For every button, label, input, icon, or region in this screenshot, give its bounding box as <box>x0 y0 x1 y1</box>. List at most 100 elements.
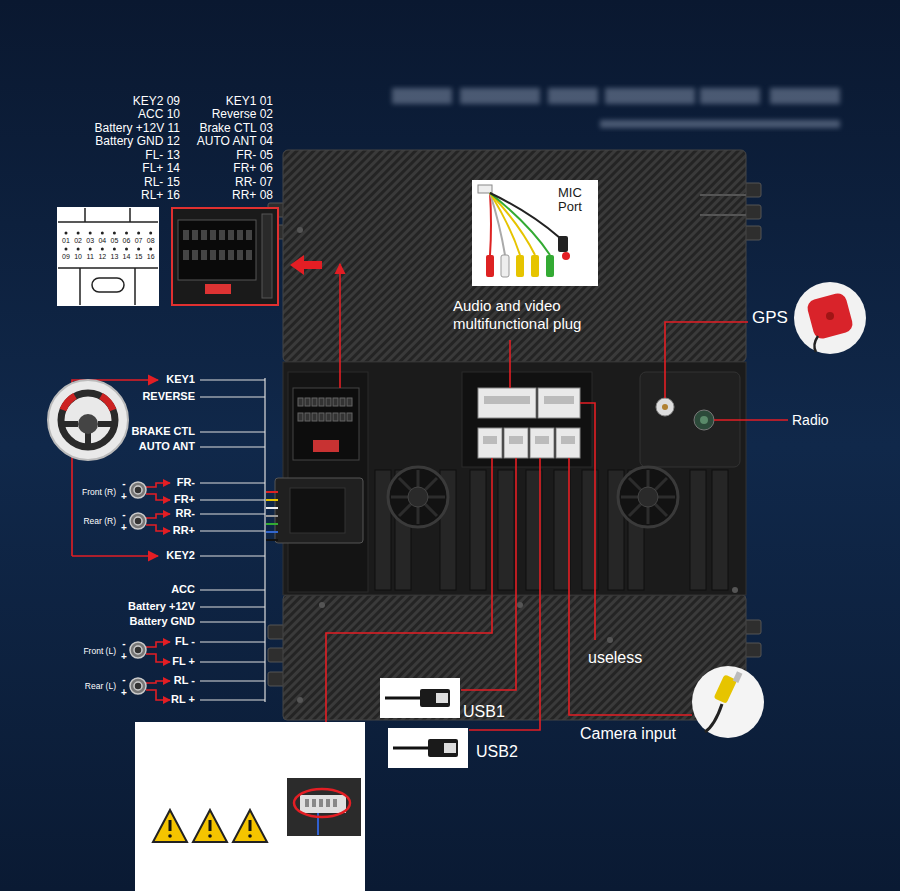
pin-number: 12 <box>98 253 106 260</box>
head-unit-part-part <box>690 470 706 590</box>
pin-number: 08 <box>147 237 155 244</box>
pin-diagram-part <box>58 208 158 305</box>
signal-name: FR+ <box>174 493 195 505</box>
pin-number: 01 <box>62 237 70 244</box>
signal-name: FL + <box>172 655 195 667</box>
cooling-fan-part <box>621 470 675 524</box>
pin-diagram-part <box>58 208 158 305</box>
red-leader-line-part <box>146 642 170 647</box>
signal-name: AUTO ANT <box>139 440 195 452</box>
label-holder: + <box>121 522 127 534</box>
red-leader-line <box>72 264 788 730</box>
polarity-sign: - <box>122 674 125 685</box>
callout-label: useless <box>588 649 642 666</box>
polarity-sign: + <box>121 687 127 698</box>
wire-harness-plug-part <box>290 488 345 533</box>
plug-photo-part-part <box>237 250 243 260</box>
red-leader-line-part <box>146 690 170 700</box>
gps-antenna-icon-part <box>794 282 866 354</box>
pin-diagram-part-part <box>125 232 128 235</box>
mic-cable-picture-part <box>531 255 539 277</box>
pin-diagram-part-part <box>149 232 152 235</box>
av-connectors-part <box>556 428 580 458</box>
label-holder: AUTO ANT <box>139 440 195 453</box>
av-connectors-part <box>483 396 575 444</box>
pin-diagram-part-part <box>149 248 152 251</box>
wire-harness-plug-part <box>266 515 278 517</box>
usb-cable-icon-part <box>393 747 428 750</box>
label-holder: FR- <box>177 476 195 489</box>
label-holder: + <box>121 687 127 699</box>
camera-plug-icon <box>692 666 764 738</box>
antenna-sockets <box>656 398 714 430</box>
antenna-sockets-part <box>694 410 714 430</box>
image-callout-box: MIC Port <box>472 180 600 286</box>
cooling-fan-part <box>391 470 445 524</box>
mic-cable-picture-part-part <box>490 193 535 255</box>
harness-wire <box>200 378 265 702</box>
signal-name: RL - <box>174 674 195 686</box>
red-leader-line-part <box>146 483 170 487</box>
speaker-label: Front (L) <box>83 646 116 656</box>
polarity-sign: + <box>121 651 127 662</box>
plug-photo-part <box>172 208 278 305</box>
gps-antenna-icon-part <box>814 336 818 352</box>
label-holder: - <box>122 478 125 490</box>
label-holder: + <box>121 491 127 503</box>
mic-cable-picture-part <box>478 185 492 193</box>
cooling-fan-part <box>388 467 448 527</box>
pin-diagram-part-part <box>65 248 68 251</box>
main-connector-part-part <box>298 413 303 421</box>
label-holder: Audio and video multifunctional plug <box>453 297 638 333</box>
usb-cable-icon-part <box>436 693 448 703</box>
pin-diagram-part-part <box>77 232 80 235</box>
warning-panel-part-part <box>249 820 252 831</box>
head-unit-part <box>700 195 746 215</box>
antenna-sockets-part <box>700 416 708 424</box>
warning-panel-part <box>233 810 267 842</box>
port-label: MIC Port <box>558 180 596 213</box>
label-holder: 09 <box>62 253 70 261</box>
pin-number: 11 <box>87 253 94 260</box>
plug-photo-part-part <box>192 230 198 240</box>
steering-wheel-icon-part <box>61 393 115 447</box>
label-holder: FL - <box>175 635 195 648</box>
plug-photo-part-part <box>246 250 252 260</box>
warning-panel-part <box>153 810 187 842</box>
callout-label: USB2 <box>476 743 518 760</box>
pin-assignment: RL- 15 <box>144 175 180 189</box>
label-holder: Battery +12V <box>128 600 195 613</box>
warning-panel-part <box>168 820 252 838</box>
label-holder: 13 <box>110 253 118 261</box>
pin-number: 15 <box>135 253 143 260</box>
pin-diagram-part-part <box>65 232 68 235</box>
speaker-icon-part <box>130 513 146 529</box>
label-holder: Battery GND <box>130 615 195 628</box>
av-connectors-part <box>538 388 580 418</box>
speaker-icon-part <box>130 642 146 658</box>
head-unit-part-part <box>297 227 303 233</box>
plug-photo-part-part <box>183 230 189 240</box>
warning-panel-part <box>305 799 337 807</box>
usb-cable-icon-part <box>380 678 460 718</box>
mic-cable-picture-part <box>562 252 570 260</box>
main-connector-part-part <box>347 398 352 406</box>
av-connectors-part-part <box>484 396 530 404</box>
plug-photo-part-part <box>192 250 198 260</box>
main-connector-part-part <box>340 413 345 421</box>
pin-number: 02 <box>74 237 82 244</box>
steering-wheel-icon-part <box>101 396 113 410</box>
label-holder: FL- 13 <box>145 148 180 162</box>
pin-number: 10 <box>74 253 82 260</box>
camera-plug-icon-part <box>692 666 764 738</box>
usb-cable-icon-part <box>428 739 458 757</box>
label-holder: AUTO ANT 04 <box>197 134 273 148</box>
head-unit-part-part <box>498 470 514 590</box>
red-leader-line-part <box>665 322 748 398</box>
red-block-arrow <box>290 255 322 275</box>
av-connectors-part-part <box>483 436 497 444</box>
steering-wheel-icon-part <box>48 380 128 460</box>
pin-assignment: Reverse 02 <box>212 107 273 121</box>
callout-label: Radio <box>792 412 829 428</box>
